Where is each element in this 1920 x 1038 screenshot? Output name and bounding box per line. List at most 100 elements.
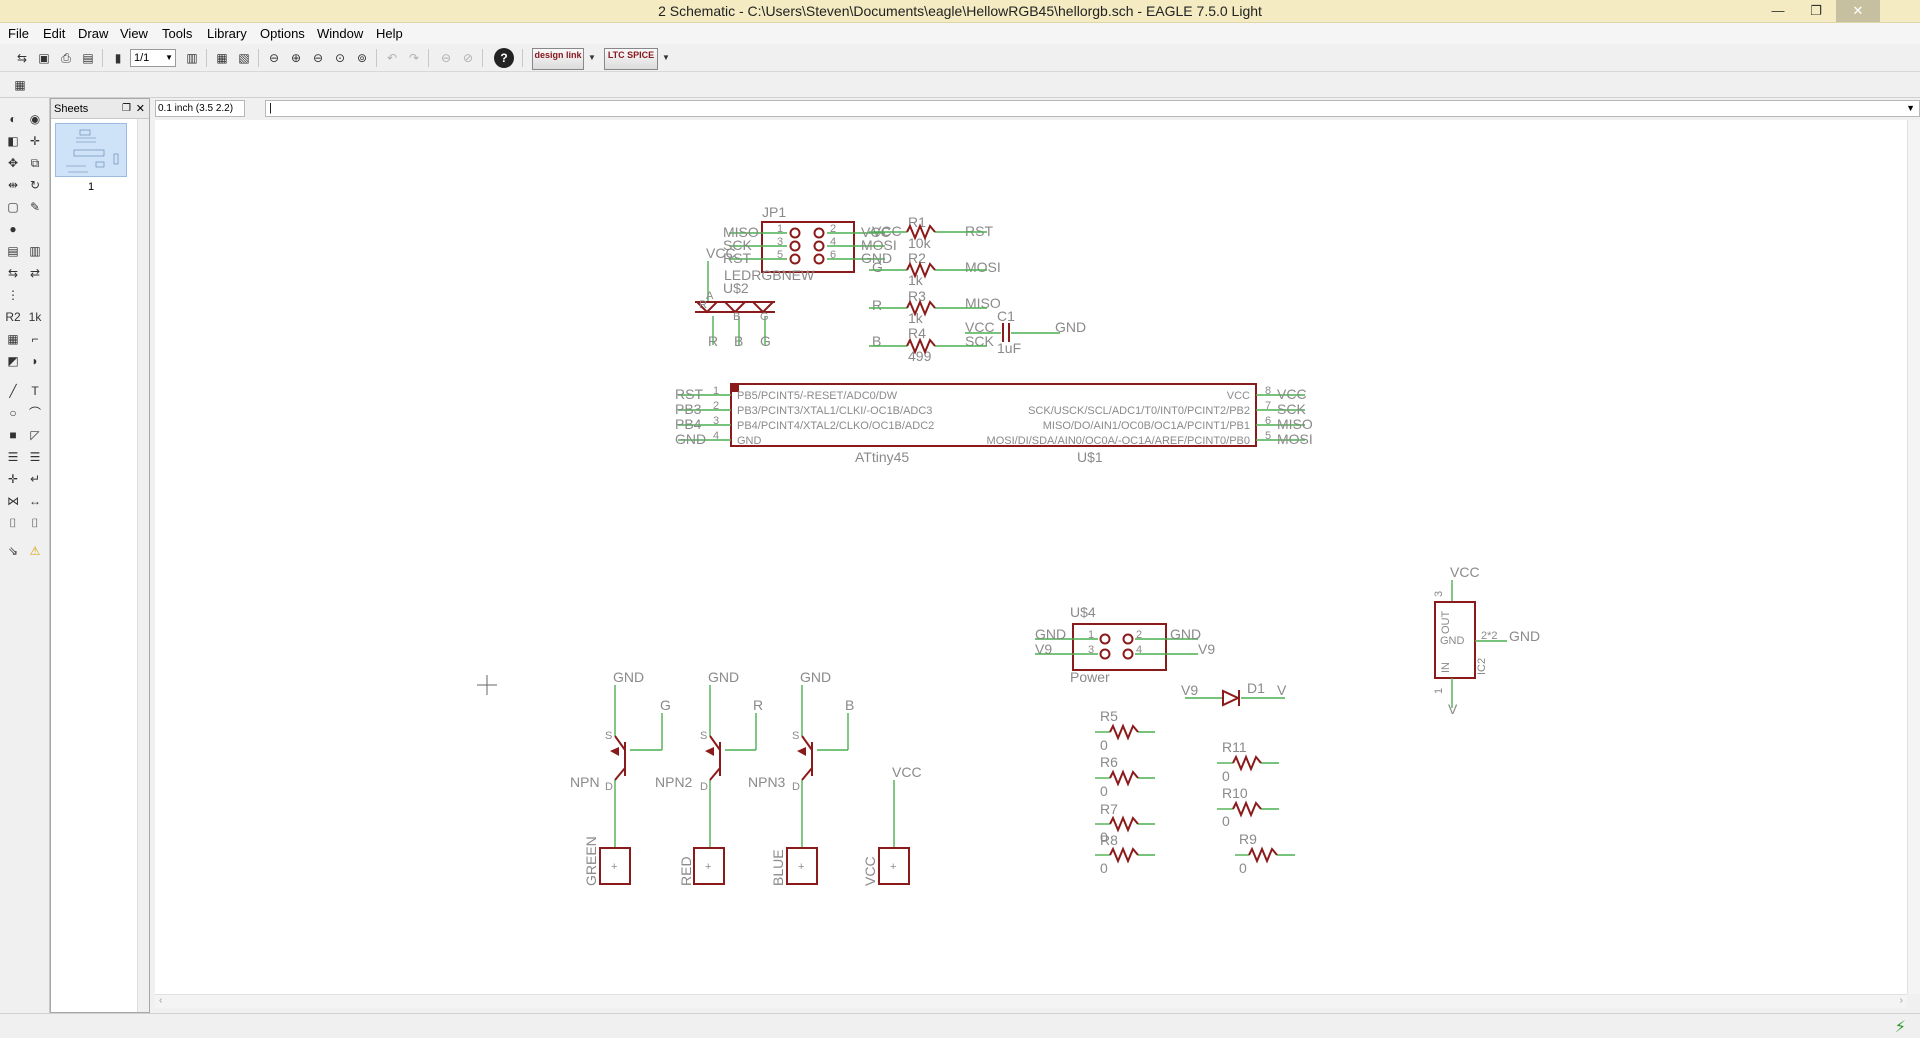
- resistor-r9[interactable]: R9 0: [1235, 831, 1295, 876]
- frame-icon[interactable]: ⌷: [9, 516, 17, 530]
- scroll-left-icon[interactable]: ‹: [159, 995, 163, 1006]
- cam-icon[interactable]: ▤: [82, 51, 94, 65]
- resistor-r7[interactable]: R7 0: [1095, 801, 1155, 845]
- replace-icon[interactable]: ⋮: [7, 288, 19, 302]
- add-icon[interactable]: ▥: [29, 244, 41, 258]
- go-icon[interactable]: ⊘: [462, 51, 474, 65]
- menu-tools[interactable]: Tools: [162, 26, 193, 41]
- print-icon[interactable]: ⎙: [61, 51, 71, 65]
- menu-library[interactable]: Library: [207, 26, 247, 41]
- paste-icon[interactable]: ●: [9, 222, 17, 236]
- menu-options[interactable]: Options: [260, 26, 305, 41]
- pinswap-icon[interactable]: ⇆: [7, 266, 19, 280]
- stop-icon[interactable]: ⊖: [440, 51, 452, 65]
- sheet-select[interactable]: 1/1▼: [130, 49, 176, 67]
- rect-icon[interactable]: ■: [9, 428, 17, 442]
- sheet-thumbnail[interactable]: [55, 123, 127, 177]
- restore-button[interactable]: ❐: [1810, 3, 1822, 18]
- delete-icon[interactable]: ▤: [7, 244, 19, 258]
- zoom-redraw-icon[interactable]: ⊙: [334, 51, 346, 65]
- sheets-scrollbar[interactable]: [137, 119, 149, 1012]
- chevron-down-icon[interactable]: ▼: [588, 53, 596, 62]
- diode-d1[interactable]: V9 D1 V: [1181, 680, 1287, 707]
- attribute-icon[interactable]: ⋈: [7, 494, 19, 508]
- menu-help[interactable]: Help: [376, 26, 403, 41]
- canvas-vertical-scrollbar[interactable]: [1907, 120, 1920, 994]
- move-icon[interactable]: ✥: [7, 156, 19, 170]
- show-icon[interactable]: ◉: [29, 112, 41, 126]
- info-icon[interactable]: ◐: [9, 112, 17, 126]
- chevron-down-icon[interactable]: ▼: [1906, 103, 1915, 113]
- miter-icon[interactable]: ⌐: [31, 332, 39, 346]
- pin-icon[interactable]: ⌷: [31, 516, 39, 530]
- menu-edit[interactable]: Edit: [43, 26, 66, 41]
- invoke-icon[interactable]: ◗: [31, 354, 39, 368]
- resistor-r11[interactable]: R11 0: [1217, 739, 1279, 784]
- display-icon[interactable]: ◧: [7, 134, 19, 148]
- power-connector-u4[interactable]: U$4 Power 1 2 3 4 GND V9 GND V9: [1035, 604, 1215, 685]
- board-icon[interactable]: ▦: [216, 51, 228, 65]
- split-icon[interactable]: ◩: [7, 354, 19, 368]
- group-icon[interactable]: ▢: [7, 200, 19, 214]
- undo-icon[interactable]: ↶: [386, 51, 398, 65]
- jp1-header[interactable]: JP1 1 2 3 4 5 6 MISO SCK RST VCC: [723, 204, 897, 273]
- wire-icon[interactable]: ╱: [9, 384, 17, 398]
- open-icon[interactable]: ⇆: [16, 51, 28, 65]
- smash-icon[interactable]: ▦: [7, 332, 19, 346]
- go-icon[interactable]: ⚡: [1894, 1019, 1906, 1036]
- bus-icon[interactable]: ☰: [7, 450, 19, 464]
- value-icon[interactable]: 1k: [28, 310, 42, 324]
- resistor-r8[interactable]: R8 0: [1095, 832, 1155, 876]
- redo-icon[interactable]: ↷: [408, 51, 420, 65]
- mark-icon[interactable]: ✛: [29, 134, 41, 148]
- use-library-icon[interactable]: ▥: [186, 51, 198, 65]
- name-icon[interactable]: R2: [5, 310, 21, 324]
- label-icon[interactable]: ↵: [29, 472, 41, 486]
- help-icon[interactable]: ?: [494, 48, 514, 68]
- copy-icon[interactable]: ⧉: [30, 156, 40, 170]
- menu-draw[interactable]: Draw: [78, 26, 109, 41]
- resistor-r3[interactable]: R3 1k R MISO: [869, 288, 1001, 326]
- attiny45-u1[interactable]: RST PB3 PB4 GND 1 2 3 4 PB5/PCINT5/-RESE…: [675, 383, 1313, 465]
- design-link-button[interactable]: design link: [532, 48, 584, 70]
- ltspice-button[interactable]: LTC SPICE: [604, 48, 658, 70]
- minimize-button[interactable]: —: [1771, 3, 1785, 18]
- undock-icon[interactable]: ❐: [122, 103, 131, 114]
- schematic-drawing[interactable]: .w { stroke:#4caf50; stroke-width:1.4; f…: [155, 120, 1907, 994]
- npn-2[interactable]: GND R NPN2 S D + RED: [655, 669, 763, 886]
- resistor-r4[interactable]: R4 499 B SCK: [869, 325, 994, 364]
- resistor-r2[interactable]: R2 1k G MOSI: [869, 250, 1001, 288]
- erc-icon[interactable]: ⇘: [7, 544, 19, 558]
- change-icon[interactable]: ✎: [29, 200, 41, 214]
- npn-1[interactable]: GND G NPN S D + GREEN: [570, 669, 671, 886]
- resistor-r10[interactable]: R10 0: [1217, 785, 1279, 829]
- resistor-r6[interactable]: R6 0: [1095, 754, 1155, 799]
- menu-view[interactable]: View: [120, 26, 148, 41]
- menu-window[interactable]: Window: [317, 26, 364, 41]
- close-button[interactable]: ✕: [1836, 0, 1880, 22]
- save-icon[interactable]: ▣: [38, 51, 50, 65]
- command-line[interactable]: | ▼: [265, 100, 1920, 117]
- circle-icon[interactable]: ○: [9, 406, 17, 420]
- zoom-select-icon[interactable]: ⊚: [356, 51, 368, 65]
- rotate-icon[interactable]: ↻: [29, 178, 41, 192]
- brd-icon[interactable]: ▧: [238, 51, 250, 65]
- junction-icon[interactable]: ✛: [7, 472, 19, 486]
- close-icon[interactable]: ✕: [135, 103, 145, 115]
- zoom-in-icon[interactable]: ⊕: [290, 51, 302, 65]
- schematic-canvas[interactable]: .w { stroke:#4caf50; stroke-width:1.4; f…: [155, 120, 1907, 994]
- vcc-connector[interactable]: VCC + VCC: [862, 764, 922, 886]
- rgb-led-u2[interactable]: VCC LEDRGBNEW U$2 R A B G R B G: [694, 245, 815, 349]
- polygon-icon[interactable]: ◸: [30, 428, 40, 442]
- scroll-right-icon[interactable]: ›: [1899, 995, 1903, 1006]
- gateswap-icon[interactable]: ⇄: [29, 266, 41, 280]
- capacitor-c1[interactable]: C1 1uF VCC GND: [965, 308, 1086, 356]
- canvas-horizontal-scrollbar[interactable]: ‹ ›: [155, 994, 1907, 1008]
- dimension-icon[interactable]: ↔: [29, 494, 41, 508]
- arc-icon[interactable]: ⌒: [28, 406, 41, 420]
- regulator-ic2[interactable]: VCC OUT GND IN IC2 3 1 2*2 GND V: [1433, 564, 1540, 717]
- command-input[interactable]: |: [269, 102, 272, 114]
- menu-file[interactable]: File: [8, 26, 29, 41]
- grid-icon[interactable]: ▦: [14, 78, 26, 92]
- resistor-r5[interactable]: R5 0: [1095, 708, 1155, 753]
